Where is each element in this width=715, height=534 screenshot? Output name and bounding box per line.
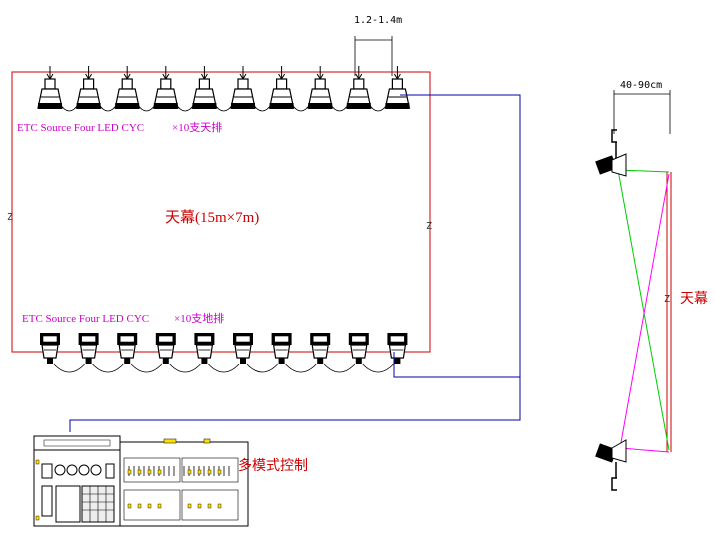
cyc-light-floor-icon xyxy=(155,333,176,364)
cyc-light-hanging-icon xyxy=(384,66,411,109)
cyc-light-hanging-icon xyxy=(346,66,372,109)
dmx-cable xyxy=(69,94,521,432)
cyc-light-hanging-icon xyxy=(114,66,140,109)
bottom-row-count-label: ×10支地排 xyxy=(174,311,224,325)
cyc-light-floor-icon xyxy=(348,333,369,364)
cyc-light-floor-icon xyxy=(194,333,215,364)
top-row-count-label: ×10支天排 xyxy=(172,120,222,134)
cyc-light-floor-icon xyxy=(78,333,99,364)
console-label: 多模式控制 xyxy=(238,457,308,474)
cyc-light-floor-icon xyxy=(271,333,292,364)
cyc-light-hanging-icon xyxy=(230,66,256,109)
top-row-model-label: ETC Source Four LED CYC xyxy=(17,122,144,134)
left-break-mark: Z xyxy=(7,212,13,223)
cyc-light-floor-icon xyxy=(387,333,408,364)
lighting-console-icon xyxy=(33,435,249,527)
spacing-dimension-label: 1.2-1.4m xyxy=(354,15,402,26)
cyc-size-label: 天幕(15m×7m) xyxy=(165,209,259,226)
cyc-light-floor-icon xyxy=(40,333,60,364)
cyc-light-floor-icon xyxy=(233,333,253,364)
top-fixture-row xyxy=(37,66,411,112)
bottom-row-model-label: ETC Source Four LED CYC xyxy=(22,313,149,325)
right-break-mark: Z xyxy=(426,221,432,232)
cyc-light-hanging-icon xyxy=(268,66,295,109)
cyc-light-hanging-icon xyxy=(191,66,218,109)
cyc-light-hanging-icon xyxy=(307,66,333,109)
side-offset-dimension-label: 40-90cm xyxy=(620,80,662,91)
cyc-light-hanging-icon xyxy=(75,66,102,109)
cyc-frame xyxy=(11,71,431,353)
cyc-light-floor-icon xyxy=(117,333,138,364)
side-spotlight-icon xyxy=(595,129,627,177)
side-break-mark: Z xyxy=(664,294,670,305)
side-view: 40-90cm Z 天幕 xyxy=(595,80,708,491)
bottom-fixture-row xyxy=(40,333,408,373)
spacing-dimension: 1.2-1.4m xyxy=(354,15,402,76)
side-cyc-label: 天幕 xyxy=(680,291,708,307)
cyc-light-floor-icon xyxy=(310,333,331,364)
side-spotlight-icon xyxy=(595,439,627,491)
cyc-light-hanging-icon xyxy=(37,66,63,109)
cyc-light-hanging-icon xyxy=(153,66,179,109)
